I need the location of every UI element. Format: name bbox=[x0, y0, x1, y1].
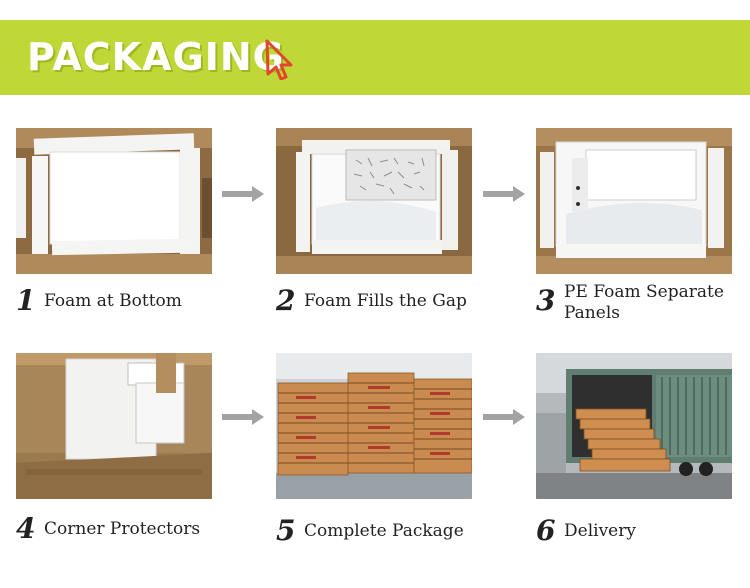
step-number: 5 bbox=[276, 514, 296, 547]
right-arrow-icon bbox=[222, 186, 264, 202]
right-arrow-icon bbox=[222, 409, 264, 425]
step-4-photo bbox=[16, 353, 212, 499]
page-title: PACKAGING bbox=[27, 35, 285, 79]
step-label: Corner Protectors bbox=[44, 519, 201, 539]
step-label: Complete Package bbox=[304, 521, 464, 541]
step-label-line-2: Panels bbox=[564, 303, 620, 323]
step-6-photo bbox=[536, 353, 732, 499]
step-5-photo bbox=[276, 353, 472, 499]
header-banner: PACKAGING bbox=[0, 20, 750, 95]
step-number: 6 bbox=[536, 514, 556, 547]
step-label: Foam Fills the Gap bbox=[304, 291, 467, 311]
step-2-photo bbox=[276, 128, 472, 274]
step-number: 1 bbox=[16, 284, 36, 317]
right-arrow-icon bbox=[483, 409, 525, 425]
step-number: 4 bbox=[16, 512, 36, 545]
right-arrow-icon bbox=[483, 186, 525, 202]
step-1-photo bbox=[16, 128, 212, 274]
step-number: 3 bbox=[536, 284, 556, 317]
step-label-line-1: PE Foam Separate bbox=[564, 282, 724, 302]
step-3-photo bbox=[536, 128, 732, 274]
step-label: Foam at Bottom bbox=[44, 291, 182, 311]
step-label: Delivery bbox=[564, 521, 636, 541]
step-number: 2 bbox=[276, 284, 296, 317]
cursor-arrow-icon bbox=[265, 39, 293, 80]
